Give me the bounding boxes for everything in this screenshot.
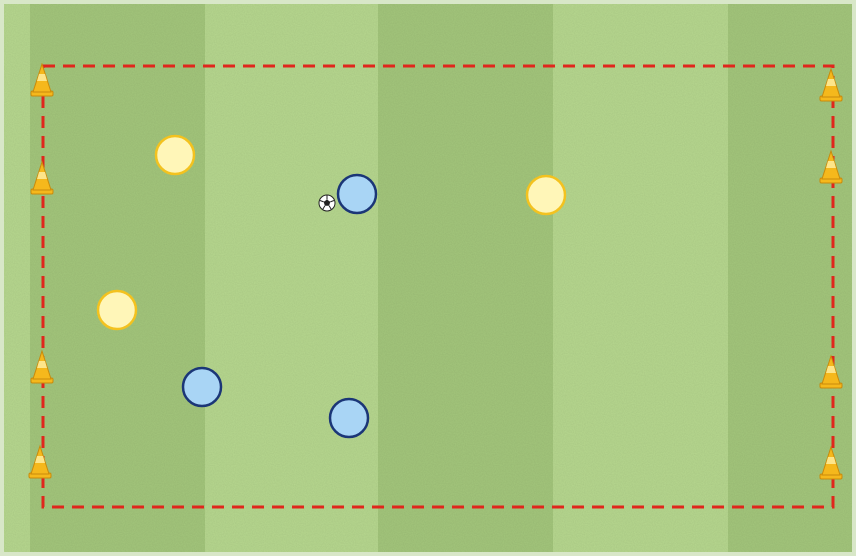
yellow-player-marker <box>98 291 136 329</box>
yellow-player-marker <box>156 136 194 174</box>
soccer-ball-icon <box>319 195 335 211</box>
grass-texture <box>4 4 852 552</box>
blue-player-marker <box>330 399 368 437</box>
blue-player-marker <box>183 368 221 406</box>
yellow-player-marker <box>527 176 565 214</box>
blue-player-marker <box>338 175 376 213</box>
